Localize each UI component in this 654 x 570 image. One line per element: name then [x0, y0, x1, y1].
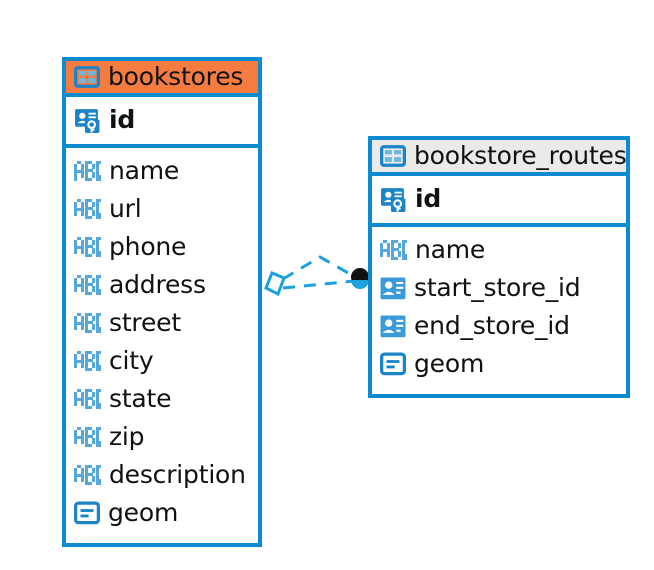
field-label: city [109, 346, 154, 376]
entity-bookstores-pk-section: id [66, 97, 258, 149]
field-row[interactable]: geom [74, 494, 250, 532]
foreign-key-icon [380, 276, 406, 300]
field-label: start_store_id [414, 273, 581, 303]
field-row[interactable]: start_store_id [380, 269, 618, 307]
entity-bookstore-routes-header[interactable]: bookstore_routes [372, 140, 627, 177]
field-label: state [109, 384, 172, 414]
geometry-blob-icon [380, 352, 406, 376]
entity-bookstores-fields: name [66, 148, 258, 538]
field-label: street [109, 308, 181, 338]
field-row[interactable]: phone [74, 228, 250, 266]
abc-text-icon [74, 311, 101, 335]
geometry-blob-icon [74, 501, 100, 525]
entity-bookstore-routes-fields: name start_store_id [372, 227, 626, 389]
entity-bookstore-routes[interactable]: bookstore_routes [368, 136, 630, 398]
field-label: name [109, 156, 180, 186]
primary-key-icon [74, 107, 101, 134]
abc-text-icon [74, 463, 101, 487]
field-row[interactable]: url [74, 190, 250, 228]
rhombus-marker [264, 271, 286, 297]
field-label: end_store_id [414, 311, 570, 341]
abc-text-icon [74, 197, 101, 221]
field-label: phone [109, 232, 187, 262]
abc-text-icon [74, 425, 101, 449]
table-icon [380, 143, 406, 169]
field-label: description [109, 460, 246, 490]
filled-circle-marker [351, 268, 369, 289]
field-label: geom [414, 349, 485, 379]
field-label: id [109, 105, 136, 135]
field-row[interactable]: end_store_id [380, 307, 618, 345]
field-row[interactable]: id [380, 178, 618, 220]
table-icon [74, 64, 100, 90]
field-row[interactable]: state [74, 380, 250, 418]
field-row[interactable]: id [74, 99, 250, 141]
relationship-line-upper [282, 255, 358, 281]
entity-bookstores-title: bookstores [108, 62, 244, 91]
primary-key-icon [380, 186, 407, 213]
field-row[interactable]: geom [380, 345, 618, 383]
entity-bookstore-routes-pk-section: id [372, 176, 626, 228]
foreign-key-icon [380, 314, 406, 338]
entity-bookstore-routes-title: bookstore_routes [414, 141, 627, 170]
field-row[interactable]: zip [74, 418, 250, 456]
entity-bookstores[interactable]: bookstores [62, 57, 262, 547]
relationship-line-lower [282, 279, 355, 290]
field-label: url [109, 194, 142, 224]
entity-bookstores-header[interactable]: bookstores [66, 61, 258, 98]
abc-text-icon [74, 387, 101, 411]
field-label: id [415, 184, 442, 214]
field-row[interactable]: street [74, 304, 250, 342]
field-label: geom [108, 498, 179, 528]
abc-text-icon [74, 349, 101, 373]
abc-text-icon [74, 159, 101, 183]
field-row[interactable]: name [380, 231, 618, 269]
field-row[interactable]: name [74, 152, 250, 190]
abc-text-icon [380, 238, 407, 262]
field-row[interactable]: description [74, 456, 250, 494]
field-label: name [415, 235, 486, 265]
abc-text-icon [74, 235, 101, 259]
field-label: zip [109, 422, 145, 452]
field-row[interactable]: address [74, 266, 250, 304]
abc-text-icon [74, 273, 101, 297]
field-row[interactable]: city [74, 342, 250, 380]
field-label: address [109, 270, 206, 300]
